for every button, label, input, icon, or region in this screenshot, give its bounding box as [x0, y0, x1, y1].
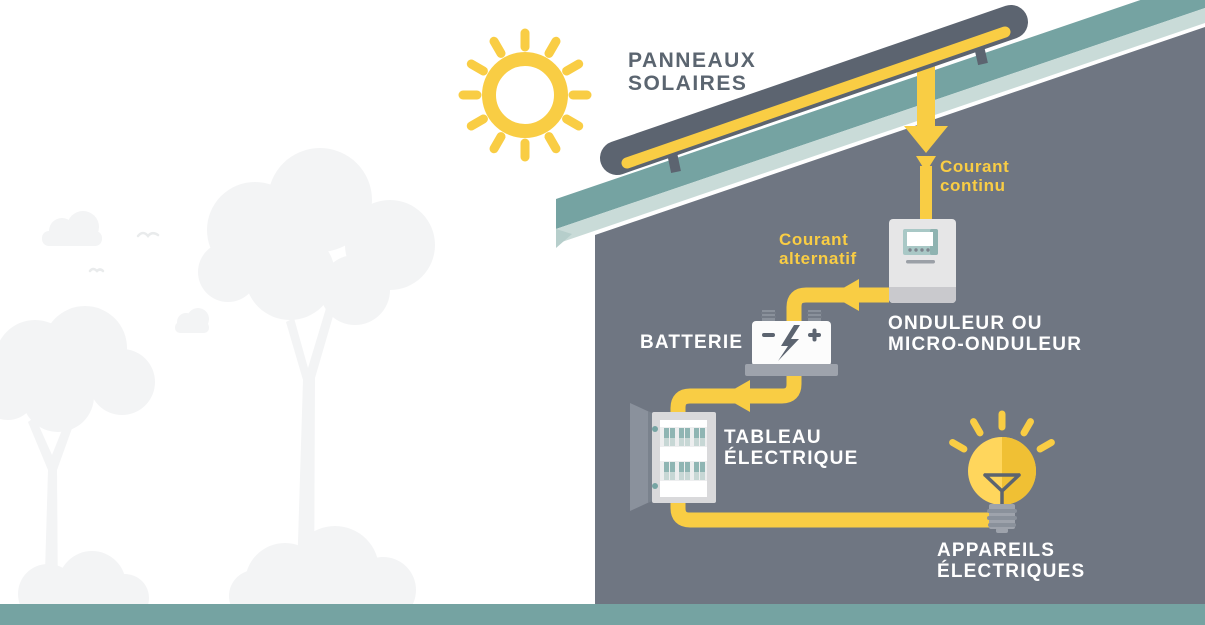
battery-label: BATTERIE	[640, 332, 743, 353]
breaker-panel-label-line1: TABLEAU	[724, 427, 822, 448]
ac-current-label-line1: Courant	[779, 230, 849, 249]
house-icon	[595, 27, 1205, 604]
breaker-panel-label-line2: ÉLECTRIQUE	[724, 448, 859, 469]
solar-panels-label-line2: SOLAIRES	[628, 72, 748, 95]
battery-icon	[745, 310, 838, 376]
inverter-label-line2: MICRO-ONDULEUR	[888, 334, 1083, 355]
inverter-icon	[889, 219, 956, 303]
solar-panels-label-line1: PANNEAUX	[628, 49, 757, 72]
dc-arrow-icon	[904, 55, 948, 222]
bird-icon	[88, 231, 160, 273]
appliances-label-line2: ÉLECTRIQUES	[937, 561, 1086, 582]
appliances-label: APPAREILS ÉLECTRIQUES	[937, 540, 1085, 582]
breaker-panel-icon	[630, 403, 716, 511]
dc-current-label-line1: Courant	[940, 157, 1010, 176]
dc-current-label-line2: continu	[940, 176, 1006, 195]
solar-panel-icon	[600, 5, 1028, 175]
battery-label-text: BATTERIE	[640, 332, 744, 353]
sun-icon	[458, 28, 592, 162]
dc-current-label: Courant continu	[940, 157, 1009, 195]
roof	[556, 0, 1205, 248]
tree-icon	[198, 148, 435, 606]
appliances-label-line1: APPAREILS	[937, 540, 1056, 561]
solar-panels-label: PANNEAUX SOLAIRES	[628, 49, 756, 95]
ac-current-label-line2: alternatif	[779, 249, 857, 268]
lightbulb-icon	[949, 410, 1055, 533]
cloud-icon	[42, 211, 209, 333]
breaker-panel-label: TABLEAU ÉLECTRIQUE	[724, 427, 858, 469]
inverter-label: ONDULEUR OU MICRO-ONDULEUR	[888, 313, 1082, 355]
ac-arrowhead-icon	[831, 279, 859, 311]
tree-icon	[0, 306, 155, 606]
inverter-label-line1: ONDULEUR OU	[888, 313, 1043, 334]
ac-current-label: Courant alternatif	[779, 230, 857, 268]
panel-arrowhead-icon	[722, 380, 750, 412]
ground-strip	[0, 604, 1205, 625]
